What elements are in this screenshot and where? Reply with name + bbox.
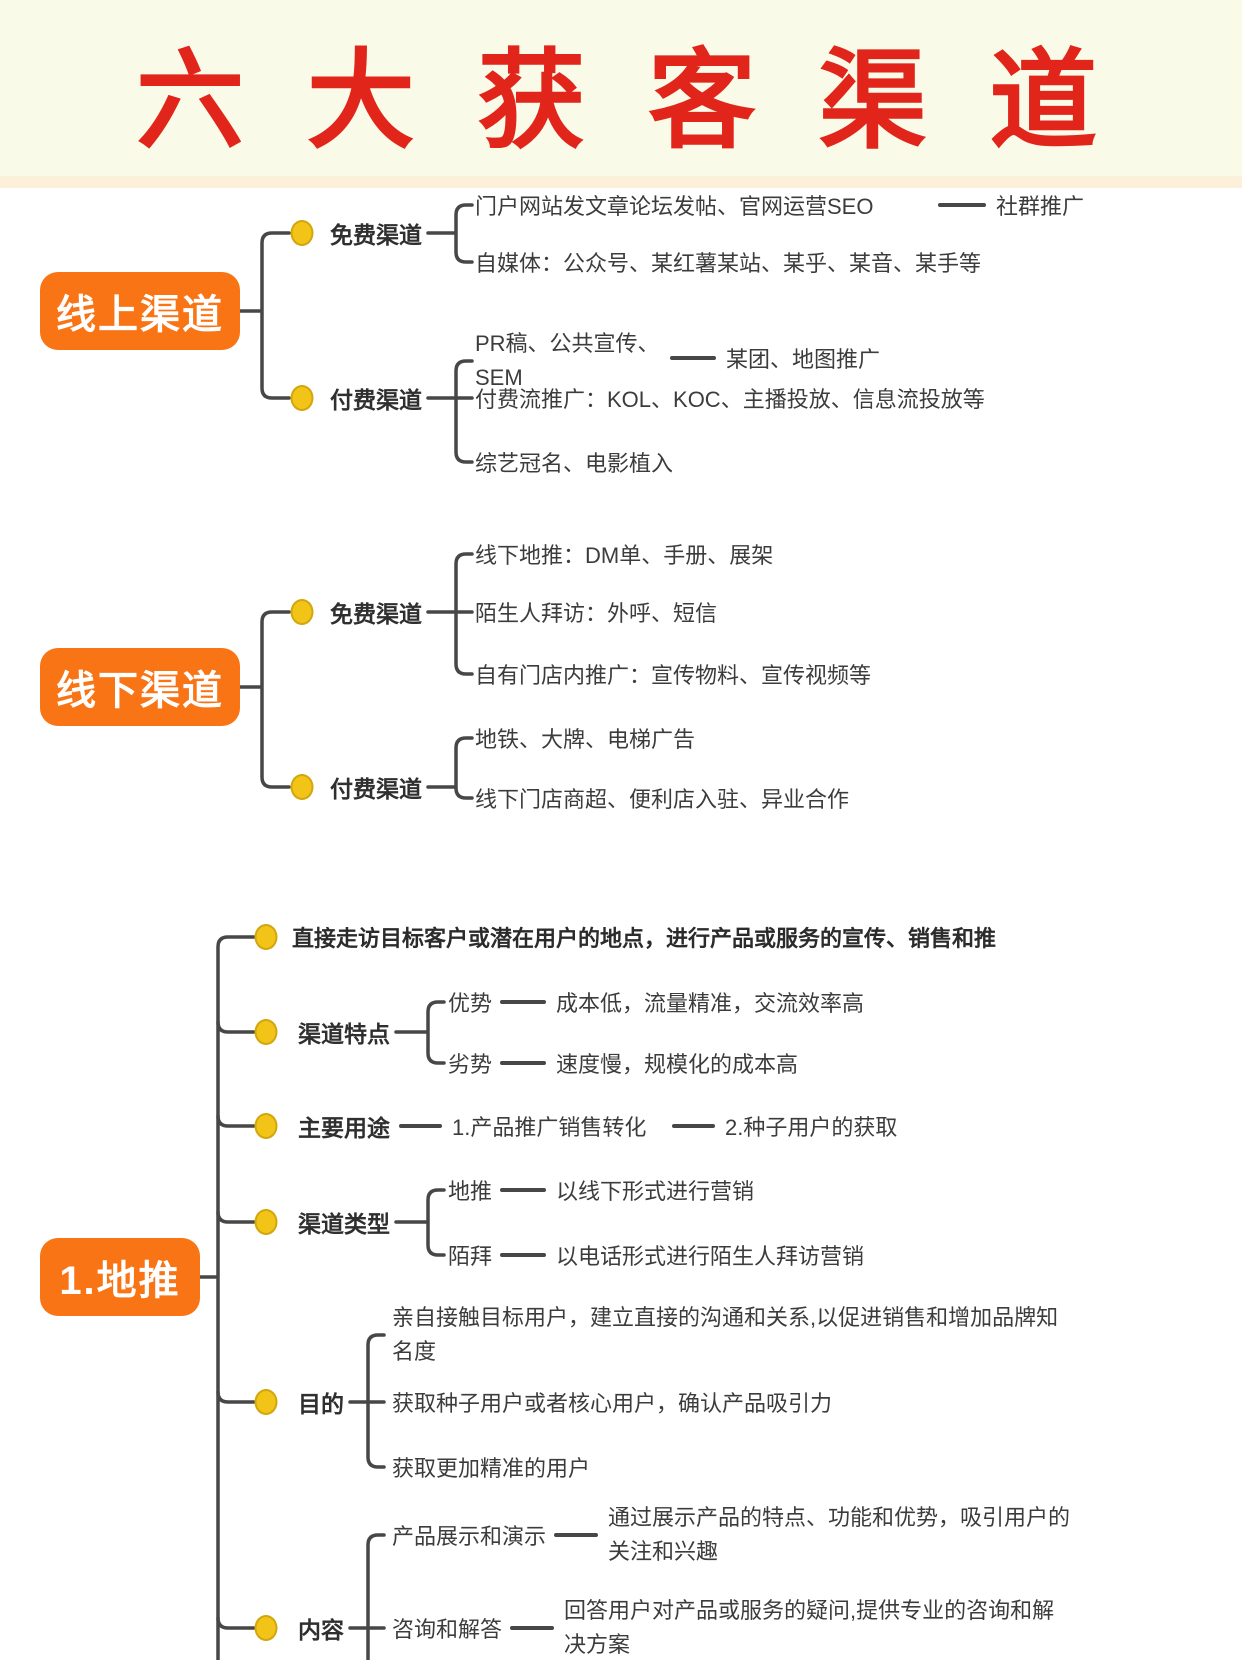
label-disadvantage[interactable]: 劣势 bbox=[448, 1052, 493, 1077]
leaf-use-conversion[interactable]: 1.产品推广销售转化 bbox=[452, 1115, 647, 1140]
leaf-purpose-1-line2: 名度 bbox=[392, 1339, 437, 1364]
label-purpose[interactable]: 目的 bbox=[298, 1391, 344, 1417]
branch-dot-icon[interactable] bbox=[290, 774, 314, 800]
leaf-purpose-1-line1: 亲自接触目标用户，建立直接的沟通和关系,以促进销售和增加品牌知 bbox=[392, 1305, 1059, 1330]
leaf-pr-sem[interactable]: PR稿、公共宣传、 SEM bbox=[475, 327, 660, 395]
label-channel-types[interactable]: 渠道类型 bbox=[298, 1211, 390, 1237]
leaf-disadvantage-desc[interactable]: 速度慢，规模化的成本高 bbox=[556, 1052, 799, 1077]
label-online-free-channels[interactable]: 免费渠道 bbox=[330, 222, 422, 248]
branch-dot-icon[interactable] bbox=[254, 1389, 278, 1415]
leaf-pr-line1: PR稿、公共宣传、 bbox=[475, 331, 660, 356]
leaf-portal-seo[interactable]: 门户网站发文章论坛发帖、官网运营SEO bbox=[475, 194, 874, 219]
leaf-direct-visit[interactable]: 直接走访目标客户或潜在用户的地点，进行产品或服务的宣传、销售和推 bbox=[292, 926, 997, 951]
branch-dot-icon[interactable] bbox=[254, 1209, 278, 1235]
branch-dot-icon[interactable] bbox=[290, 385, 314, 411]
node-offline-channels[interactable]: 线下渠道 bbox=[40, 648, 240, 726]
leaf-consulting-desc-line2: 决方案 bbox=[564, 1632, 631, 1657]
label-product-demo[interactable]: 产品展示和演示 bbox=[392, 1524, 547, 1549]
leaf-stranger-visit[interactable]: 陌生人拜访：外呼、短信 bbox=[475, 601, 718, 626]
label-offline-paid-channels[interactable]: 付费渠道 bbox=[330, 776, 422, 802]
leaf-community-promo[interactable]: 社群推广 bbox=[996, 194, 1085, 219]
label-advantage[interactable]: 优势 bbox=[448, 991, 493, 1016]
leaf-purpose-3[interactable]: 获取更加精准的用户 bbox=[392, 1456, 591, 1481]
node-online-channels[interactable]: 线上渠道 bbox=[40, 272, 240, 350]
leaf-offline-ditui[interactable]: 线下地推：DM单、手册、展架 bbox=[475, 543, 774, 568]
leaf-purpose-1[interactable]: 亲自接触目标用户，建立直接的沟通和关系,以促进销售和增加品牌知 名度 bbox=[392, 1301, 1058, 1369]
leaf-consulting-desc[interactable]: 回答用户对产品或服务的疑问,提供专业的咨询和解 决方案 bbox=[564, 1594, 1054, 1660]
leaf-paid-traffic[interactable]: 付费流推广：KOL、KOC、主播投放、信息流投放等 bbox=[475, 387, 985, 412]
node-ditui[interactable]: 1.地推 bbox=[40, 1238, 200, 1316]
branch-dot-icon[interactable] bbox=[254, 1615, 278, 1641]
leaf-product-demo-desc-line1: 通过展示产品的特点、功能和优势，吸引用户的 bbox=[608, 1505, 1071, 1530]
leaf-mobai-type-desc[interactable]: 以电话形式进行陌生人拜访营销 bbox=[556, 1244, 865, 1269]
page-title: 六大获客渠道 bbox=[136, 40, 1160, 161]
leaf-own-store-promo[interactable]: 自有门店内推广：宣传物料、宣传视频等 bbox=[475, 663, 872, 688]
label-ditui-type[interactable]: 地推 bbox=[448, 1179, 493, 1204]
leaf-variety-naming[interactable]: 综艺冠名、电影植入 bbox=[475, 451, 674, 476]
branch-dot-icon[interactable] bbox=[290, 599, 314, 625]
leaf-store-partnership[interactable]: 线下门店商超、便利店入驻、异业合作 bbox=[475, 787, 850, 812]
leaf-purpose-2[interactable]: 获取种子用户或者核心用户，确认产品吸引力 bbox=[392, 1391, 833, 1416]
leaf-ditui-type-desc[interactable]: 以线下形式进行营销 bbox=[556, 1179, 755, 1204]
label-channel-features[interactable]: 渠道特点 bbox=[298, 1021, 390, 1047]
label-offline-free-channels[interactable]: 免费渠道 bbox=[330, 601, 422, 627]
label-consulting[interactable]: 咨询和解答 bbox=[392, 1617, 503, 1642]
label-online-paid-channels[interactable]: 付费渠道 bbox=[330, 387, 422, 413]
label-content[interactable]: 内容 bbox=[298, 1617, 344, 1643]
leaf-advantage-desc[interactable]: 成本低，流量精准，交流效率高 bbox=[556, 991, 865, 1016]
leaf-pr-line2: SEM bbox=[475, 365, 523, 390]
label-mobai-type[interactable]: 陌拜 bbox=[448, 1244, 493, 1269]
label-main-uses[interactable]: 主要用途 bbox=[298, 1115, 390, 1141]
leaf-use-seed-users[interactable]: 2.种子用户的获取 bbox=[725, 1115, 898, 1140]
leaf-map-promo[interactable]: 某团、地图推广 bbox=[726, 347, 881, 372]
header-band bbox=[0, 0, 1242, 176]
branch-dot-icon[interactable] bbox=[290, 220, 314, 246]
leaf-product-demo-desc-line2: 关注和兴趣 bbox=[608, 1539, 719, 1564]
leaf-subway-ads[interactable]: 地铁、大牌、电梯广告 bbox=[475, 727, 696, 752]
branch-dot-icon[interactable] bbox=[254, 924, 278, 950]
header-strip bbox=[0, 176, 1242, 188]
leaf-product-demo-desc[interactable]: 通过展示产品的特点、功能和优势，吸引用户的 关注和兴趣 bbox=[608, 1501, 1070, 1569]
leaf-consulting-desc-line1: 回答用户对产品或服务的疑问,提供专业的咨询和解 bbox=[564, 1598, 1055, 1623]
branch-dot-icon[interactable] bbox=[254, 1019, 278, 1045]
branch-dot-icon[interactable] bbox=[254, 1113, 278, 1139]
leaf-self-media[interactable]: 自媒体：公众号、某红薯某站、某乎、某音、某手等 bbox=[475, 251, 982, 276]
